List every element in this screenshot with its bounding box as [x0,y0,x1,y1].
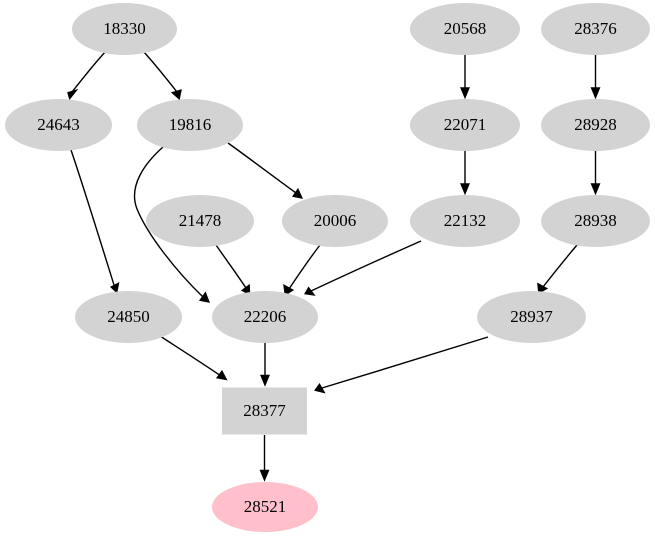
graph-edge [537,244,578,294]
graph-edge [304,240,422,296]
graph-node-22071[interactable]: 22071 [410,99,520,151]
edge-line [215,244,247,289]
arrowhead-icon [170,89,182,101]
node-ellipse[interactable] [541,3,650,55]
graph-node-28928[interactable]: 28928 [541,99,650,151]
graph-edge [590,55,601,100]
edge-line [159,335,222,377]
arrowhead-icon [260,374,270,387]
edge-line [71,50,107,93]
node-ellipse[interactable] [410,195,520,247]
node-ellipse[interactable] [410,3,520,55]
arrowhead-icon [537,282,549,294]
node-ellipse[interactable] [212,291,318,343]
graph-edge [313,336,489,394]
node-ellipse[interactable] [477,291,586,343]
node-ellipse[interactable] [72,3,177,55]
edge-line [70,149,115,286]
graph-node-28376[interactable]: 28376 [541,3,650,55]
graph-edge [67,50,107,101]
arrowhead-icon [283,283,295,297]
graph-node-24850[interactable]: 24850 [75,291,182,343]
graph-node-24643[interactable]: 24643 [5,99,112,151]
arrowhead-icon [304,286,316,296]
edge-line [227,142,297,194]
graph-node-22206[interactable]: 22206 [212,291,318,343]
graph-node-28938[interactable]: 28938 [541,195,650,247]
arrowhead-icon [590,87,601,100]
graph-node-20568[interactable]: 20568 [410,3,520,55]
graph-node-28521[interactable]: 28521 [212,482,318,532]
graph-edge [259,435,270,482]
graph-edge [70,149,120,294]
graph-node-19816[interactable]: 19816 [137,99,243,151]
graph-node-28377[interactable]: 28377 [222,387,307,435]
graph-edge [460,151,470,196]
arrowhead-icon [259,469,270,482]
edge-line [321,336,489,389]
edge-line [310,240,422,292]
node-ellipse[interactable] [410,99,520,151]
arrowhead-icon [460,183,470,196]
node-ellipse[interactable] [541,99,650,151]
arrowhead-icon [198,291,210,303]
nodes-layer: 18330 24643 19816 21478 20006 20568 22071 22132… [5,3,650,532]
graph-edge [142,50,182,101]
edge-line [142,50,178,93]
arrowhead-icon [590,183,601,196]
node-ellipse[interactable] [282,195,388,247]
node-ellipse[interactable] [541,195,650,247]
graph-edge [159,335,228,381]
graph-edge [460,55,470,100]
arrowhead-icon [240,283,251,296]
graph-node-20006[interactable]: 20006 [282,195,388,247]
arrowhead-icon [109,281,120,294]
graph-edge [133,146,210,303]
graph-node-18330[interactable]: 18330 [72,3,177,55]
graph-edge [590,151,601,196]
graph-node-21478[interactable]: 21478 [146,195,254,247]
arrowhead-icon [291,187,304,199]
edges-layer [67,50,601,482]
graph-node-22132[interactable]: 22132 [410,195,520,247]
edge-line [133,146,204,298]
node-ellipse[interactable] [212,482,318,532]
node-ellipse[interactable] [137,99,243,151]
graph-node-28937[interactable]: 28937 [477,291,586,343]
graph-edge [260,343,270,387]
graph-edge [215,244,251,296]
graph-edge [227,142,304,199]
node-ellipse[interactable] [146,195,254,247]
graph-edge [283,244,321,297]
arrowhead-icon [67,88,79,101]
arrowhead-icon [460,87,470,100]
node-ellipse[interactable] [75,291,182,343]
node-ellipse[interactable] [5,99,112,151]
edge-line [288,244,321,290]
edge-line [542,244,578,288]
arrowhead-icon [215,369,228,381]
node-rect[interactable] [222,387,307,435]
arrowhead-icon [313,382,326,394]
